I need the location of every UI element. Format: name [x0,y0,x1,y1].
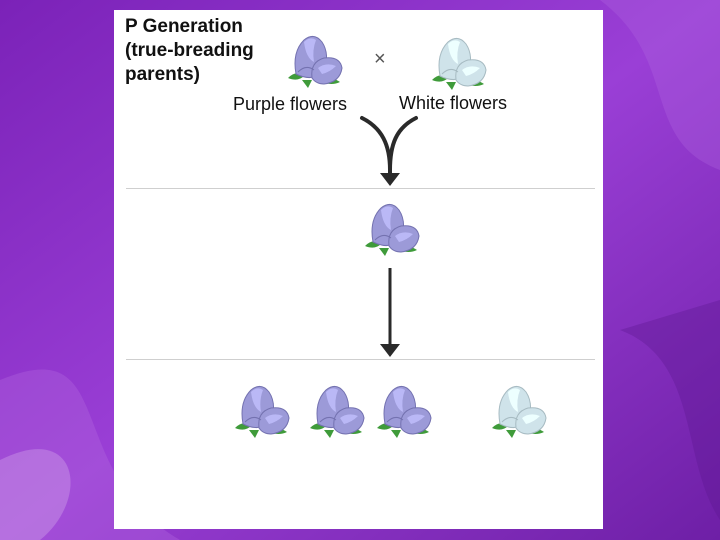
generation-subtitle-line1: (true-breading [125,40,254,61]
diagram-panel: P Generation (true-breading parents) Pur… [114,10,603,529]
generation-divider-1 [126,188,595,189]
arrows [360,116,418,357]
white-flower-icon [492,386,547,438]
purple-flower-icon [235,386,290,438]
white-flower-icon [432,38,487,90]
purple-flower-icon [377,386,432,438]
purple-flower-icon [288,36,343,88]
cross-symbol: × [374,48,386,70]
generation-divider-2 [126,359,595,360]
purple-flower-icon [365,204,420,256]
cross-arrow [360,116,418,178]
generation-title: P Generation [125,16,243,37]
generation-subtitle-line2: parents) [125,64,200,85]
white-flowers-label: White flowers [399,93,508,113]
purple-flower-icon [310,386,365,438]
purple-flowers-label: Purple flowers [233,94,348,114]
